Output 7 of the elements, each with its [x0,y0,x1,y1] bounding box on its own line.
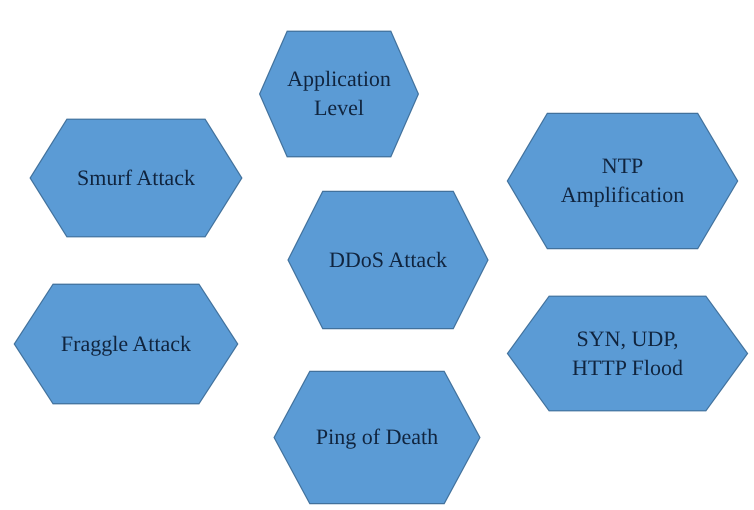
node-label: Ping of Death [316,423,438,452]
node-label: Application Level [287,65,391,122]
node-label: NTP Amplification [560,152,686,209]
node-label: DDoS Attack [329,246,447,274]
node-label: Fraggle Attack [60,330,192,358]
node-label: Smurf Attack [77,164,195,192]
node-label: SYN, UDP, HTTP Flood [570,324,684,382]
